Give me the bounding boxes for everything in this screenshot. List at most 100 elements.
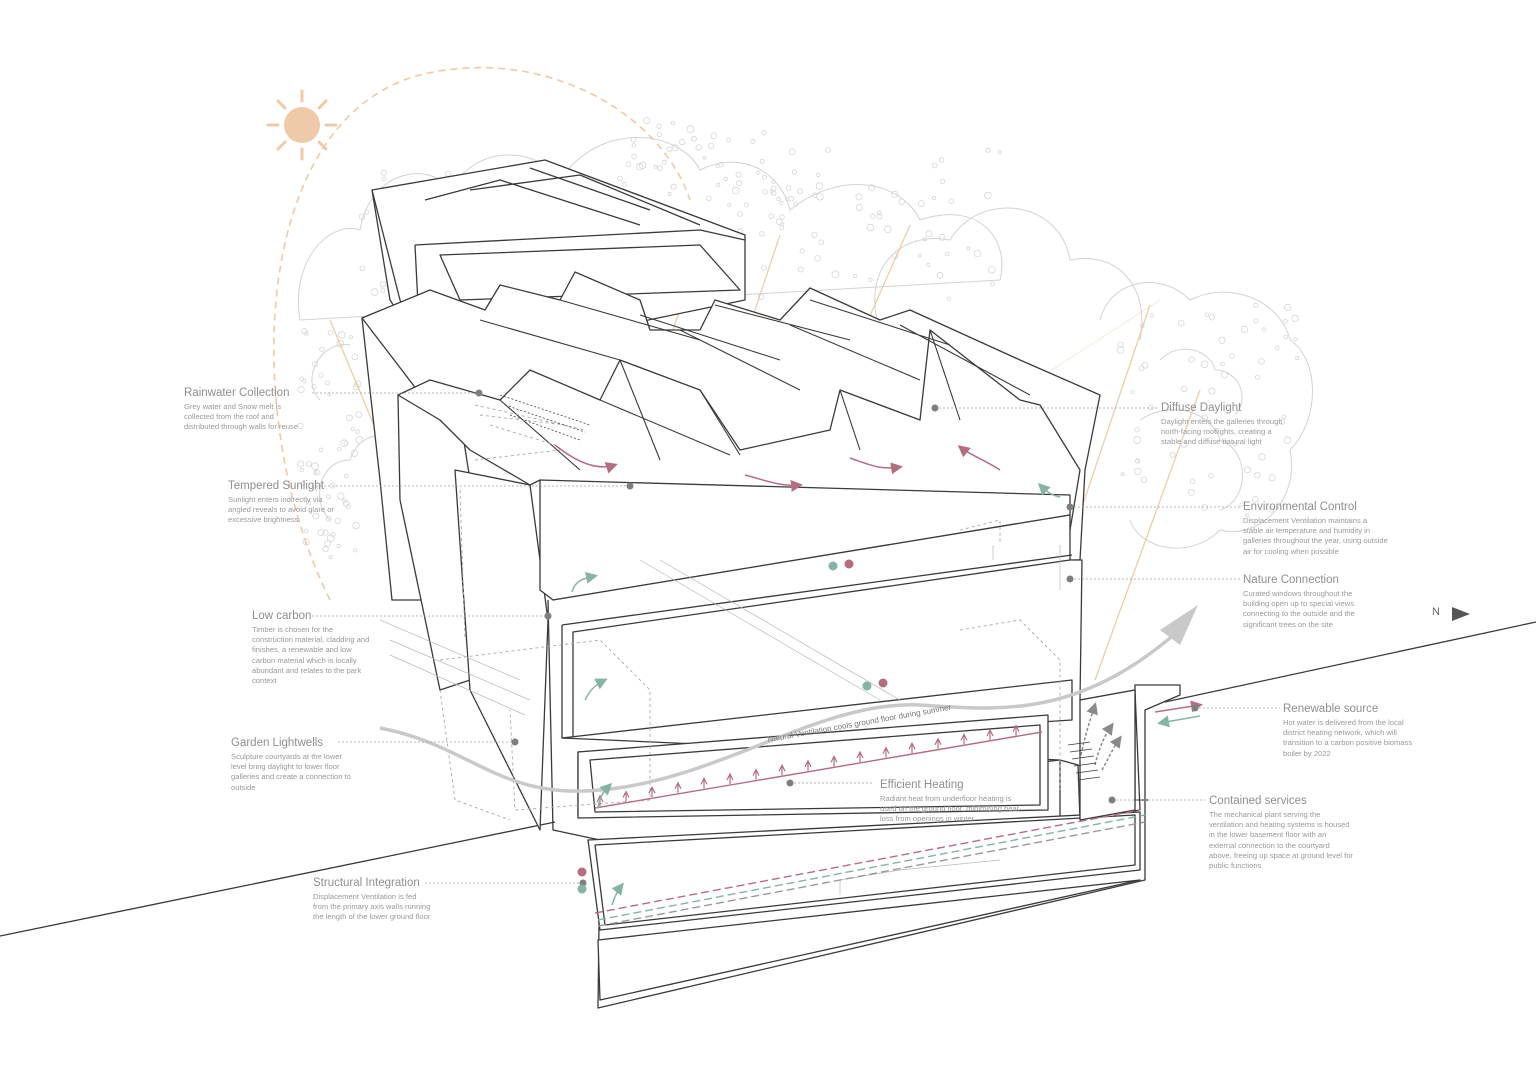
foliage-mark xyxy=(1244,466,1251,474)
foliage-mark xyxy=(966,246,971,251)
foliage-mark xyxy=(1135,458,1141,464)
foliage-mark xyxy=(311,384,317,390)
annotation-contained-services: Contained services The mechanical plant … xyxy=(1209,794,1354,871)
foliage-mark xyxy=(725,137,731,143)
annotation-title: Rainwater Collection xyxy=(184,387,290,399)
foliage-mark xyxy=(324,540,331,547)
foliage-mark xyxy=(653,164,658,169)
foliage-mark xyxy=(625,161,632,168)
foliage-mark xyxy=(1268,474,1276,482)
foliage-mark xyxy=(938,233,946,241)
foliage-mark xyxy=(297,422,304,429)
foliage-mark xyxy=(771,179,776,184)
foliage-mark xyxy=(630,136,637,143)
foliage-mark xyxy=(353,548,358,553)
foliage-mark xyxy=(1221,438,1227,445)
foliage-mark xyxy=(1229,353,1235,359)
annotation-efficient-heating: Efficient Heating Radiant heat from unde… xyxy=(880,778,1026,825)
foliage-mark xyxy=(364,209,370,215)
foliage-mark xyxy=(706,195,712,201)
foliage-mark xyxy=(1240,325,1249,333)
annotation-body: Timber is chosen for the construction ma… xyxy=(252,625,370,686)
foliage-mark xyxy=(314,469,321,476)
foliage-mark xyxy=(779,214,785,220)
foliage-mark xyxy=(631,143,636,148)
leader-dot-icon xyxy=(1108,796,1116,804)
leader-dot-icon xyxy=(511,738,519,746)
foliage-mark xyxy=(1204,312,1210,317)
foliage-mark xyxy=(317,529,325,536)
annotation-title: Garden Lightwells xyxy=(231,737,324,749)
foliage-mark xyxy=(1200,360,1209,369)
foliage-mark xyxy=(917,200,925,208)
foliage-mark xyxy=(686,125,695,133)
foliage-mark xyxy=(868,277,873,282)
foliage-mark xyxy=(1295,356,1300,361)
foliage-mark xyxy=(1130,390,1135,395)
foliage-mark xyxy=(799,248,805,254)
foliage-mark xyxy=(304,331,309,336)
foliage-mark xyxy=(299,376,305,382)
annotation-body: Curated windows throughout the building … xyxy=(1243,589,1355,629)
leader-dot-icon xyxy=(475,389,483,397)
foliage-mark xyxy=(984,191,992,200)
foliage-mark xyxy=(852,273,858,279)
foliage-mark xyxy=(944,251,950,257)
annotation-title: Structural Integration xyxy=(313,877,420,889)
foliage-mark xyxy=(1279,418,1286,425)
foliage-mark xyxy=(769,189,774,194)
foliage-mark xyxy=(1283,334,1288,340)
foliage-mark xyxy=(797,188,804,195)
foliage-mark xyxy=(761,265,767,271)
foliage-mark xyxy=(337,492,345,500)
foliage-mark xyxy=(330,531,336,538)
foliage-mark xyxy=(300,481,306,486)
foliage-mark xyxy=(350,426,355,431)
foliage-mark xyxy=(785,185,792,191)
foliage-mark xyxy=(716,182,721,187)
foliage-mark xyxy=(305,460,312,467)
foliage-mark xyxy=(336,340,345,348)
building-outline xyxy=(361,159,1181,1009)
foliage-mark xyxy=(811,231,818,238)
foliage-mark xyxy=(1284,303,1292,311)
foliage-mark xyxy=(297,460,305,468)
foliage-mark xyxy=(816,172,821,178)
foliage-mark xyxy=(1141,362,1149,369)
foliage-mark xyxy=(671,144,679,152)
foliage-mark xyxy=(370,288,379,296)
foliage-mark xyxy=(325,380,330,386)
foliage-mark xyxy=(631,153,637,160)
foliage-mark xyxy=(997,150,1002,155)
ventilation-arrowhead-icon xyxy=(1160,605,1198,645)
hidden-lines xyxy=(439,404,1061,821)
foliage-mark xyxy=(1218,336,1226,344)
foliage-mark xyxy=(302,378,307,384)
foliage-mark xyxy=(791,169,798,175)
foliage-mark xyxy=(762,189,768,195)
rainwater-flow-lines xyxy=(499,394,591,441)
foliage-mark xyxy=(759,231,765,237)
foliage-mark xyxy=(876,213,883,220)
foliage-mark xyxy=(793,201,799,207)
foliage-mark xyxy=(702,155,707,160)
foliage-mark xyxy=(667,191,672,196)
foliage-mark xyxy=(622,181,628,187)
foliage-mark xyxy=(312,361,318,368)
foliage-mark xyxy=(313,486,318,491)
leader-lines xyxy=(312,392,1280,884)
foliage-mark xyxy=(380,287,386,293)
foliage-mark xyxy=(322,529,329,536)
foliage-mark xyxy=(328,555,333,560)
annotation-rainwater-collection: Rainwater Collection Grey water and Snow… xyxy=(184,386,304,433)
foliage-mark xyxy=(1140,476,1148,483)
foliage-mark xyxy=(1134,427,1140,433)
foliage-mark xyxy=(305,500,311,506)
annotation-body: Daylight enters the galleries through no… xyxy=(1161,417,1283,447)
foliage-mark xyxy=(656,132,662,138)
heat-rise-arrow-icon xyxy=(726,772,734,784)
foliage-mark xyxy=(723,176,728,182)
foliage-mark xyxy=(1254,471,1261,479)
heat-rise-arrow-icon xyxy=(752,768,760,780)
